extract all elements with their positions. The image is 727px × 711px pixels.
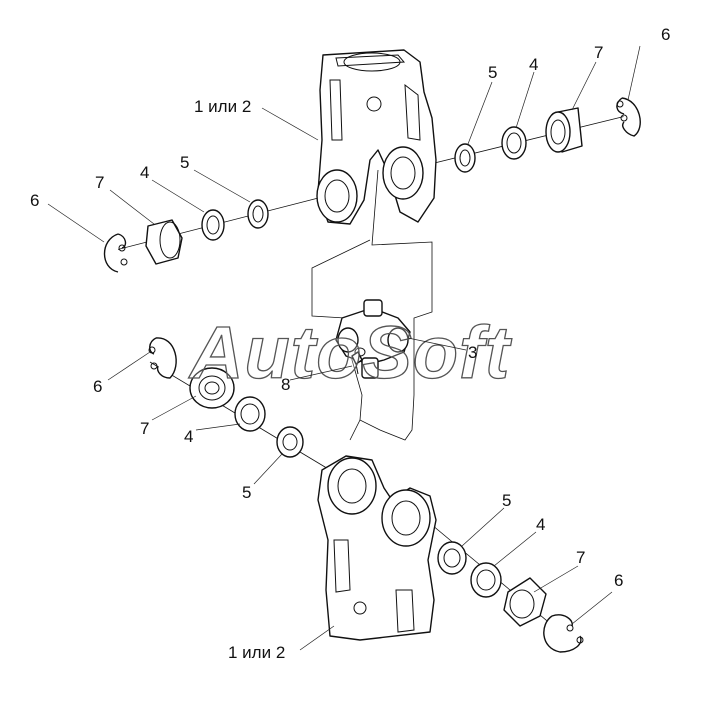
cup-bottom-right (503, 577, 547, 627)
label-ring-mid-left: 6 (93, 377, 102, 396)
label-washer-mid-left: 5 (242, 483, 251, 502)
cup-top-right (545, 107, 583, 153)
label-washer-bottom-right: 5 (502, 491, 511, 510)
label-washer-top-right: 5 (488, 63, 497, 82)
grease-fitting (351, 351, 363, 375)
label-ring-top-left: 6 (30, 191, 39, 210)
washer-top-left (247, 199, 269, 229)
ring-top-right (616, 97, 641, 137)
label-cup-top-right: 7 (594, 43, 603, 62)
label-bearing-bottom-right: 4 (536, 515, 545, 534)
washer-mid-left (276, 426, 304, 458)
label-bearing-mid-left: 4 (184, 427, 193, 446)
ring-top-left (103, 233, 128, 273)
bearing-top-left (201, 209, 225, 241)
label-bearing-top-right: 4 (529, 55, 538, 74)
cup-mid-left (189, 367, 235, 409)
washer-bottom-right (437, 541, 467, 575)
label-top-yoke: 1 или 2 (194, 97, 251, 116)
label-cup-top-left: 7 (95, 173, 104, 192)
bearing-bottom-right (470, 562, 502, 598)
top-yoke (316, 49, 437, 225)
label-cross: 3 (468, 343, 477, 362)
leader-lines (47, 45, 641, 651)
label-cup-bottom-right: 7 (576, 548, 585, 567)
ring-bottom-right (543, 614, 584, 653)
bearing-mid-left (234, 396, 266, 432)
label-bottom-yoke: 1 или 2 (228, 643, 285, 662)
label-washer-top-left: 5 (180, 153, 189, 172)
label-ring-bottom-right: 6 (614, 571, 623, 590)
label-bearing-top-left: 4 (140, 163, 149, 182)
washer-top-right (454, 143, 476, 173)
part-labels: 1 или 2 6 7 4 5 6 7 4 5 6 7 4 5 3 8 5 4 … (30, 25, 670, 662)
ring-mid-left (148, 337, 177, 379)
label-ring-top-right: 6 (661, 25, 670, 44)
bearing-top-right (501, 126, 527, 160)
label-fitting: 8 (281, 375, 290, 394)
cross-spider (335, 299, 411, 379)
watermark-text: AutoSoft (188, 311, 513, 394)
cup-top-left (145, 219, 183, 265)
bottom-yoke (317, 455, 437, 641)
label-cup-mid-left: 7 (140, 419, 149, 438)
